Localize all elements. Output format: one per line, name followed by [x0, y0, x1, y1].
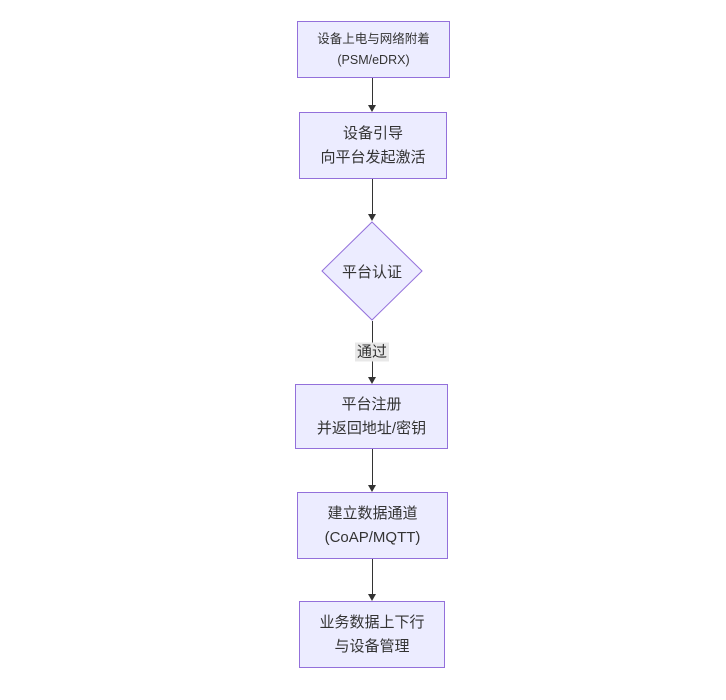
node-line: 与设备管理	[334, 637, 410, 655]
flow-arrow-1	[368, 78, 376, 112]
node-device-bootstrap: 设备引导 向平台发起激活	[299, 112, 447, 179]
flow-arrow-5	[368, 559, 376, 601]
node-platform-auth-decision: 平台认证	[321, 221, 423, 321]
arrowhead-down-icon	[368, 214, 376, 221]
node-business-data: 业务数据上下行 与设备管理	[299, 601, 445, 668]
node-line: 设备引导	[342, 124, 403, 142]
arrowhead-down-icon	[368, 594, 376, 601]
node-platform-register: 平台注册 并返回地址/密钥	[295, 384, 448, 449]
flow-arrow-2	[368, 179, 376, 221]
edge-label-pass: 通过	[354, 342, 390, 362]
node-power-network-attach: 设备上电与网络附着 (PSM/eDRX)	[297, 21, 450, 78]
arrowhead-down-icon	[368, 105, 376, 112]
node-line: (PSM/eDRX)	[337, 52, 410, 67]
node-line: (CoAP/MQTT)	[324, 528, 421, 546]
node-data-channel: 建立数据通道 (CoAP/MQTT)	[297, 492, 448, 559]
flow-arrow-4	[368, 449, 376, 492]
node-line: 设备上电与网络附着	[317, 31, 430, 46]
node-line: 向平台发起激活	[320, 148, 426, 166]
node-line: 平台认证	[341, 263, 402, 281]
node-line: 业务数据上下行	[319, 613, 425, 631]
node-line: 并返回地址/密钥	[316, 419, 427, 437]
diamond-shape	[321, 221, 423, 321]
arrowhead-down-icon	[368, 485, 376, 492]
node-line: 建立数据通道	[327, 504, 418, 522]
node-line: 平台注册	[341, 395, 402, 413]
arrowhead-down-icon	[368, 377, 376, 384]
